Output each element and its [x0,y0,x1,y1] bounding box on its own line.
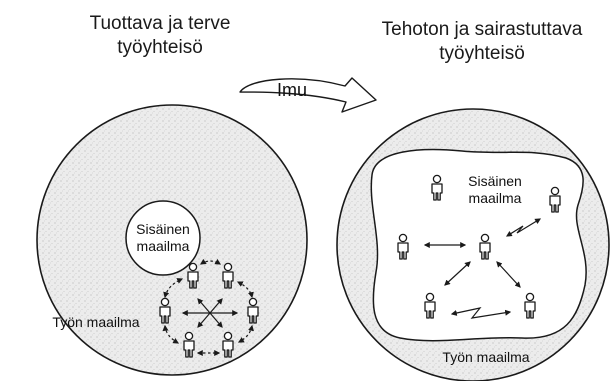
left-title-line2: työyhteisö [117,37,203,58]
connection-arrow [162,324,180,344]
left-community: Sisäinen maailma Työn maailma [36,104,308,376]
right-inner-world-shape [370,148,587,342]
connection-arrow [236,281,254,299]
conflict-zigzag-arrow [450,307,512,319]
left-title: Tuottava ja terve työyhteisö [20,12,300,60]
right-title: Tehoton ja sairastuttava työyhteisö [350,18,614,66]
connection-arrow [444,261,471,286]
suction-arrow: Imu [239,77,377,113]
right-inner-label-line2: maailma [469,190,522,206]
right-title-line2: työyhteisö [439,43,525,64]
left-outer-label: Työn maailma [52,314,139,330]
connection-arrow [163,278,184,299]
connection-arrow [200,258,222,265]
conflict-zigzag-arrow [505,218,542,237]
connection-arrow [496,261,521,288]
suction-label: Imu [277,80,307,100]
right-inner-label-line1: Sisäinen [468,173,522,189]
connection-arrow [237,324,254,343]
left-inner-label-line1: Sisäinen [136,221,190,237]
left-inner-world-circle [125,200,201,276]
left-inner-label-line2: maailma [137,238,190,254]
right-title-line1: Tehoton ja sairastuttava [381,19,583,40]
right-community: Sisäinen maailma Työn maailma [336,108,610,381]
right-outer-label: Työn maailma [442,349,529,365]
left-title-line1: Tuottava ja terve [89,13,231,34]
